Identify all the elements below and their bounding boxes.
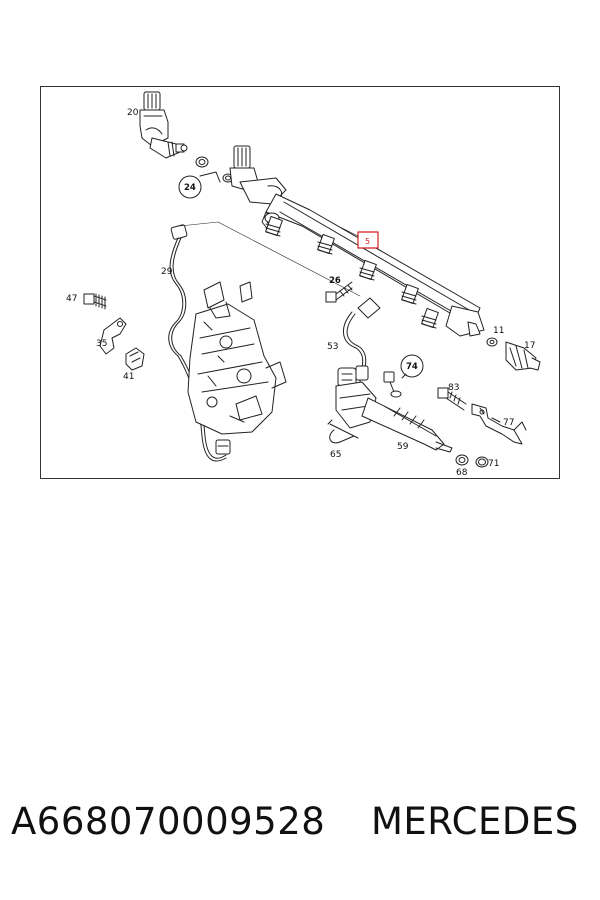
seal-71-drawing: [475, 456, 489, 468]
pressure-regulator-valve-drawing: [139, 91, 188, 159]
callout-circle-24: [178, 175, 202, 199]
part-label-59: 59: [397, 442, 409, 452]
part-label-68: 68: [456, 468, 468, 478]
part-label-83: 83: [448, 383, 459, 393]
seal-68-drawing: [455, 454, 469, 466]
clamp-77-drawing: [471, 403, 527, 445]
part-label-65: 65: [330, 450, 341, 460]
part-label-20: 20: [127, 108, 139, 118]
diagram-border: [40, 86, 560, 479]
fuel-injector-drawing: [335, 367, 453, 453]
parts-diagram: 20 24 5 29 26 47 35 41 53 74 11 17 83 77…: [40, 86, 560, 479]
high-pressure-pump-drawing: [187, 281, 287, 435]
part-label-53: 53: [327, 342, 338, 352]
fuel-line-drawing: [168, 224, 231, 462]
part-label-17: 17: [524, 341, 535, 351]
part-label-74: 74: [406, 362, 418, 372]
part-label-77: 77: [503, 418, 514, 428]
part-number: A668070009528: [11, 800, 326, 843]
rail-port-threads: [265, 215, 439, 329]
washer-11-drawing: [486, 337, 498, 347]
connector-74-drawing: [383, 371, 407, 398]
bolt-83-drawing: [437, 387, 467, 411]
brand-name: MERCEDES: [371, 800, 579, 843]
bolt-26-drawing: [325, 281, 353, 303]
o-rings-drawing: [195, 156, 234, 183]
clip-65-drawing: [327, 419, 359, 444]
pressure-sensor-drawing: [505, 341, 541, 371]
part-label-35: 35: [96, 339, 107, 349]
highlight-box-5: [357, 231, 379, 249]
fuel-rail-drawing: [261, 193, 485, 337]
part-label-41: 41: [123, 372, 134, 382]
part-label-29: 29: [161, 267, 173, 277]
part-label-11: 11: [493, 326, 504, 336]
clamp-41-drawing: [125, 347, 145, 371]
callout-circle-74: [400, 354, 424, 378]
bolt-47-drawing: [83, 293, 107, 310]
bracket-35-drawing: [99, 317, 127, 355]
part-label-26: 26: [329, 276, 341, 286]
part-label-5: 5: [365, 237, 370, 246]
product-footer: A668070009528 MERCEDES: [0, 800, 600, 870]
part-label-71: 71: [488, 459, 499, 469]
part-label-47: 47: [66, 294, 77, 304]
part-label-24: 24: [184, 183, 196, 193]
